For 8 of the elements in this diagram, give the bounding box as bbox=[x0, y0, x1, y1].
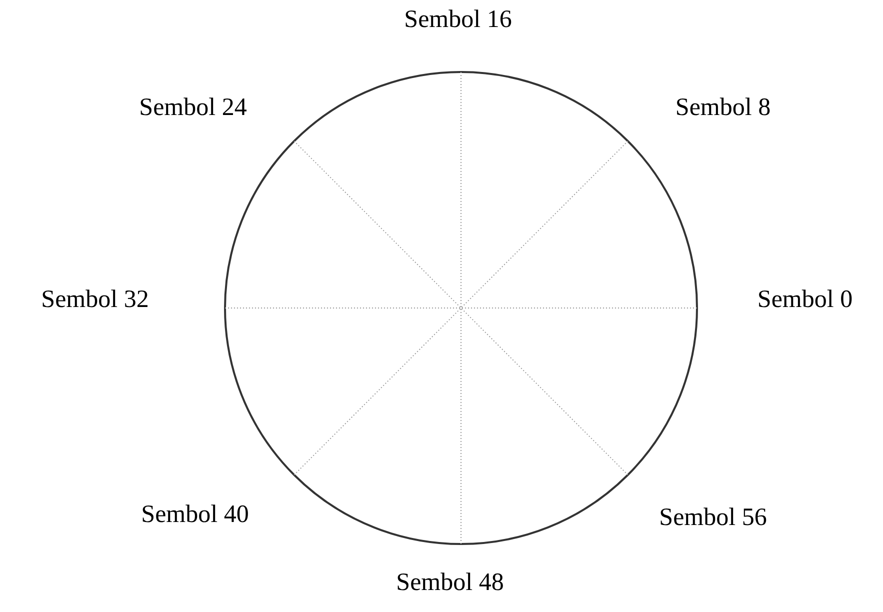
symbol-label: Sembol 8 bbox=[675, 94, 771, 122]
symbol-label: Sembol 48 bbox=[396, 569, 504, 597]
symbol-label: Sembol 40 bbox=[141, 501, 249, 529]
symbol-label: Sembol 16 bbox=[404, 6, 512, 34]
symbol-label: Sembol 0 bbox=[757, 286, 853, 314]
symbol-label: Sembol 56 bbox=[659, 504, 767, 532]
symbol-label: Sembol 32 bbox=[41, 286, 149, 314]
symbol-label: Sembol 24 bbox=[139, 94, 247, 122]
